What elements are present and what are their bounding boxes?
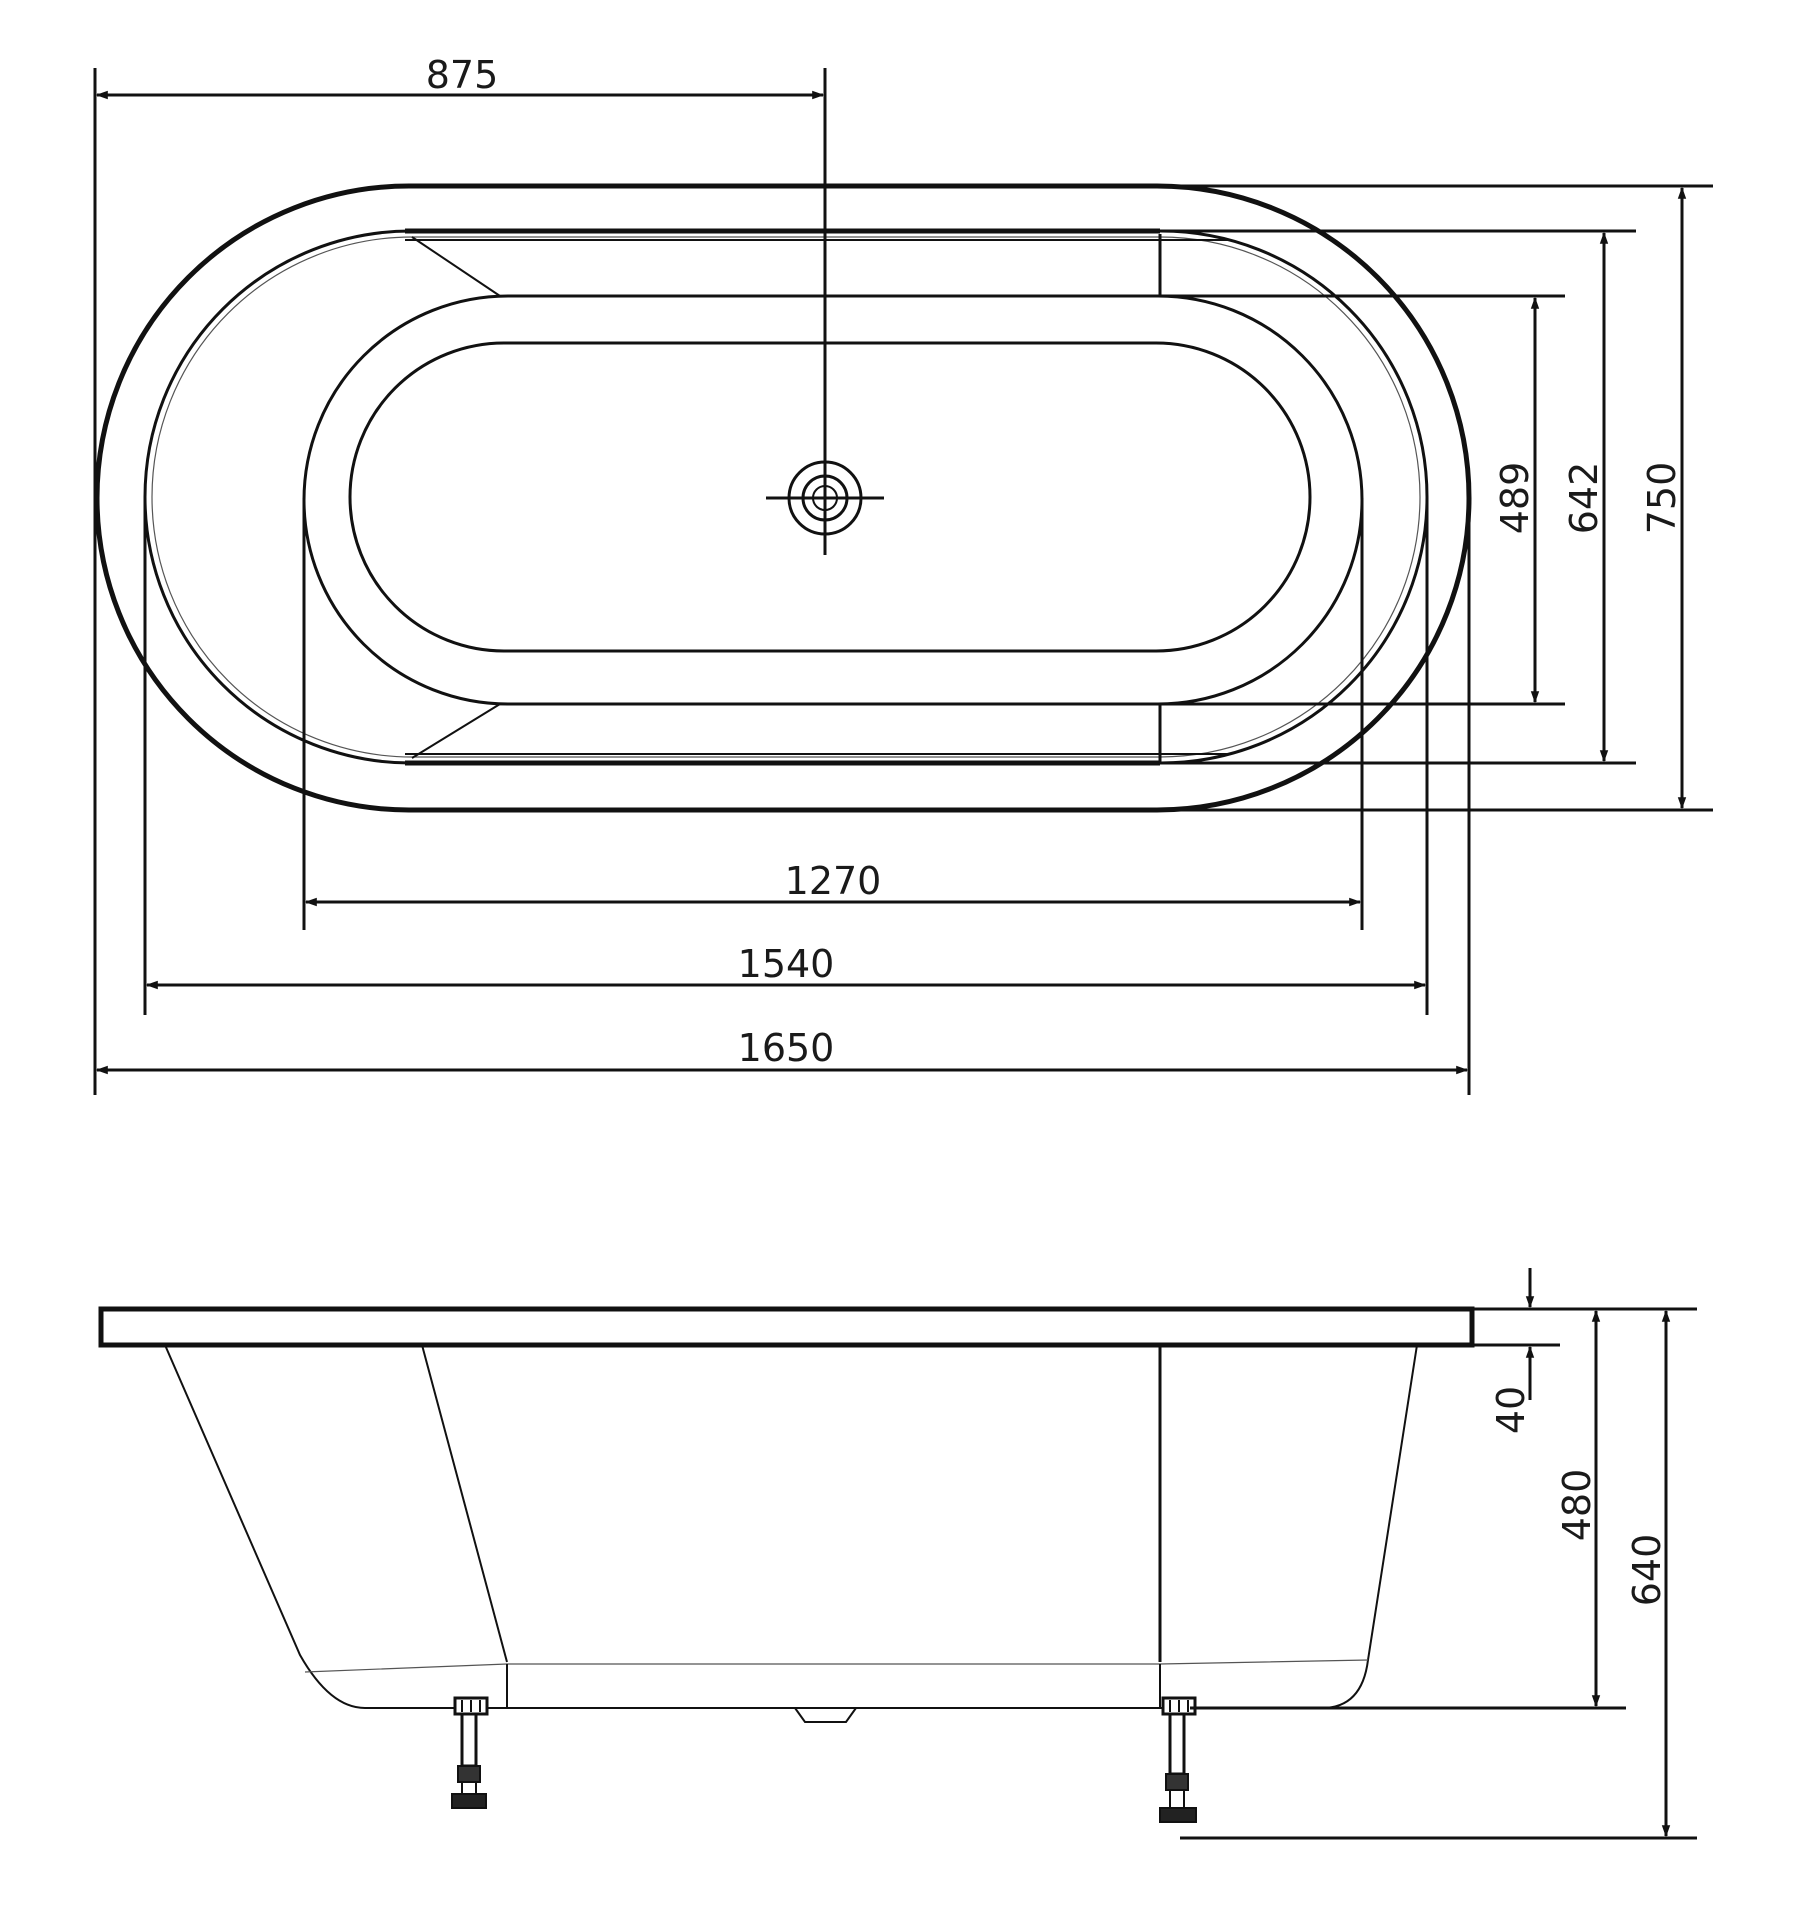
dim-label-inner-width: 642: [1562, 462, 1606, 535]
rim-slab: [98, 1306, 1475, 1348]
dim-label-overall-width: 750: [1640, 462, 1684, 535]
dim-label-rim-thickness: 40: [1489, 1386, 1533, 1434]
dim-label-tub-depth: 480: [1555, 1469, 1599, 1542]
side-panel-line-left: [421, 1344, 508, 1663]
drain-bump: [794, 1707, 857, 1723]
dim-label-drain-offset: 875: [426, 53, 499, 97]
tub-body-outline: [164, 1344, 1418, 1709]
backrest-bevel-top: [411, 236, 501, 297]
dim-label-overall-length: 1650: [738, 1026, 835, 1070]
dim-label-overall-height: 640: [1625, 1534, 1669, 1607]
basin-bottom: [348, 341, 1312, 653]
dim-label-inner-length: 1540: [738, 942, 835, 986]
dim-label-inner-bottom-width: 489: [1493, 462, 1537, 535]
adjustable-leg-right: [1159, 1696, 1197, 1823]
dim-label-inner-bottom-length: 1270: [785, 859, 882, 903]
inner-rim-outline-2: [151, 236, 1421, 758]
bottom-shelf-line: [304, 1659, 1369, 1673]
plan-view: 875 1270 1540 1650 489 642 750: [93, 53, 1713, 1095]
backrest-bevel-bottom: [411, 703, 501, 759]
adjustable-leg-left: [451, 1696, 489, 1809]
side-view: 40 480 640: [98, 1268, 1697, 1840]
